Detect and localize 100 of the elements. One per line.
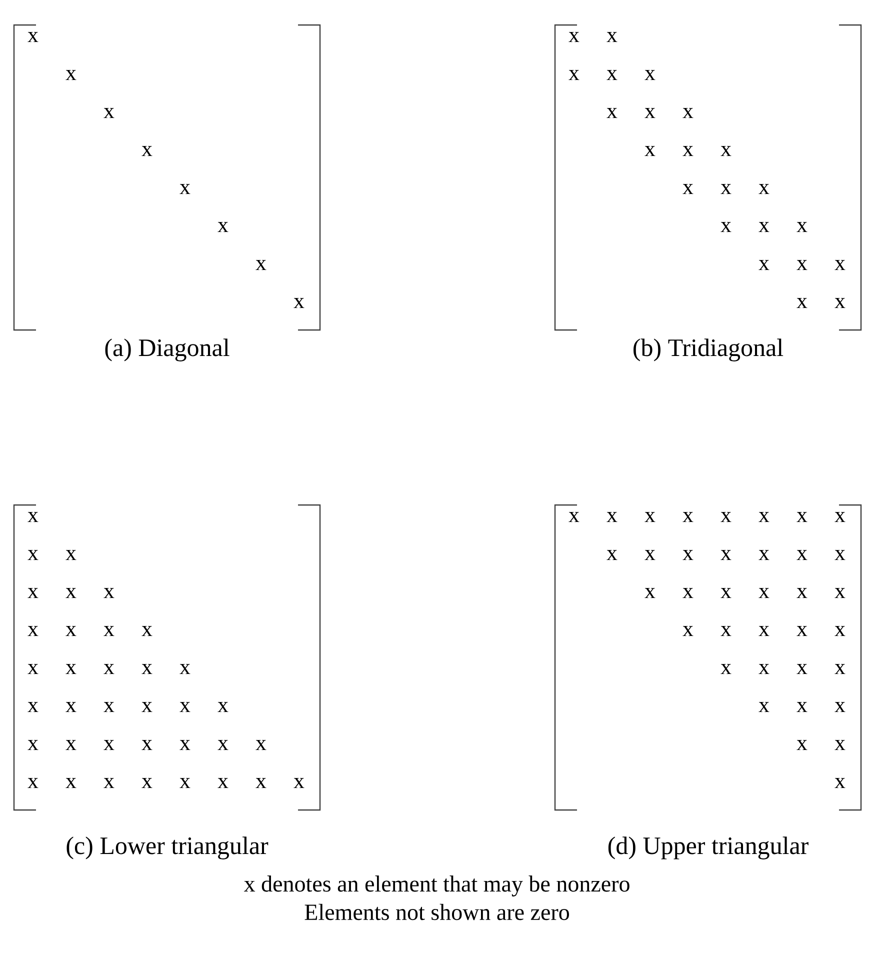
matrix-entry: x (28, 778, 38, 788)
matrix-entry: x (834, 778, 846, 788)
matrix-entry: x (796, 588, 808, 598)
matrix-entry: x (568, 32, 580, 42)
note-text: x denotes an element that may be nonzero (244, 876, 630, 896)
matrix-entry: x (256, 740, 266, 750)
matrix-entry: x (644, 108, 656, 118)
matrix-entry: x (142, 664, 152, 674)
matrix-entry: x (104, 702, 114, 712)
matrix-entry: x (104, 740, 114, 750)
matrix-entry: x (834, 298, 846, 308)
matrix-entry: x (796, 626, 808, 636)
matrix-entry: x (28, 702, 38, 712)
matrix-entry: x (758, 550, 770, 560)
matrix-entry: x (644, 70, 656, 80)
matrix-entry: x (758, 588, 770, 598)
matrix-entry: x (256, 260, 266, 270)
matrix-entry: x (606, 512, 618, 522)
matrix-entry: x (644, 512, 656, 522)
matrix-entry: x (682, 146, 694, 156)
matrix-entry: x (28, 664, 38, 674)
matrix-entry: x (218, 778, 228, 788)
matrix-entry: x (682, 550, 694, 560)
panel-caption: (d) Upper triangular (608, 836, 808, 860)
matrix-entry: x (720, 664, 732, 674)
matrix-entry: x (834, 588, 846, 598)
matrix-entry: x (180, 778, 190, 788)
matrix-entry: x (796, 260, 808, 270)
matrix-entry: x (104, 588, 114, 598)
matrix-entry: x (142, 146, 152, 156)
note-text: Elements not shown are zero (304, 904, 569, 920)
matrix-entry: x (796, 512, 808, 522)
matrix-entry: x (758, 222, 770, 232)
matrix-entry: x (834, 550, 846, 560)
matrix-entry: x (720, 184, 732, 194)
matrix-entry: x (758, 512, 770, 522)
matrix-entry: x (796, 222, 808, 232)
matrix-entry: x (180, 740, 190, 750)
matrix-entry: x (28, 588, 38, 598)
matrix-entry: x (28, 512, 38, 522)
matrix-entry: x (758, 260, 770, 270)
matrix-entry: x (218, 222, 228, 232)
matrix-entry: x (28, 550, 38, 560)
matrix-entry: x (720, 222, 732, 232)
matrix-entry: x (720, 512, 732, 522)
matrix-entry: x (834, 626, 846, 636)
matrix-entry: x (834, 702, 846, 712)
matrix-entry: x (66, 588, 76, 598)
matrix-entry: x (720, 588, 732, 598)
matrix-entry: x (644, 588, 656, 598)
matrix-entry: x (104, 108, 114, 118)
matrix-entry: x (758, 626, 770, 636)
matrix-entry: x (682, 626, 694, 636)
matrix-entry: x (720, 626, 732, 636)
matrix-entry: x (66, 702, 76, 712)
matrix-entry: x (568, 512, 580, 522)
matrix-entry: x (104, 778, 114, 788)
matrix-entry: x (142, 702, 152, 712)
matrix-entry: x (720, 550, 732, 560)
matrix-entry: x (606, 32, 618, 42)
matrix-entry: x (218, 740, 228, 750)
matrix-entry: x (682, 184, 694, 194)
matrix-entry: x (606, 550, 618, 560)
matrix-entry: x (796, 702, 808, 712)
matrix-entry: x (758, 184, 770, 194)
matrix-entry: x (834, 260, 846, 270)
matrix-entry: x (142, 740, 152, 750)
panel-caption: (a) Diagonal (105, 338, 230, 362)
matrix-entry: x (180, 702, 190, 712)
matrix-entry: x (28, 740, 38, 750)
matrix-entry: x (28, 32, 38, 42)
matrix-entry: x (644, 146, 656, 156)
matrix-entry: x (294, 298, 304, 308)
matrix-entry: x (104, 626, 114, 636)
panel-caption: (c) Lower triangular (66, 836, 268, 860)
matrix-entry: x (66, 740, 76, 750)
matrix-entry: x (256, 778, 266, 788)
matrix-entry: x (796, 664, 808, 674)
matrix-entry: x (66, 550, 76, 560)
panel-caption: (b) Tridiagonal (634, 338, 784, 362)
matrix-entry: x (568, 70, 580, 80)
matrix-entry: x (644, 550, 656, 560)
matrix-entry: x (180, 664, 190, 674)
matrix-entry: x (66, 664, 76, 674)
matrix-entry: x (218, 702, 228, 712)
matrix-entry: x (682, 108, 694, 118)
matrix-entry: x (758, 702, 770, 712)
matrix-entry: x (180, 184, 190, 194)
matrix-entry: x (28, 626, 38, 636)
matrix-entry: x (294, 778, 304, 788)
matrix-entry: x (142, 778, 152, 788)
matrix-entry: x (682, 512, 694, 522)
matrix-entry: x (606, 108, 618, 118)
matrix-entry: x (104, 664, 114, 674)
matrix-entry: x (834, 664, 846, 674)
matrix-entry: x (682, 588, 694, 598)
matrix-entry: x (834, 740, 846, 750)
matrix-entry: x (758, 664, 770, 674)
matrix-entry: x (796, 550, 808, 560)
matrix-entry: x (142, 626, 152, 636)
